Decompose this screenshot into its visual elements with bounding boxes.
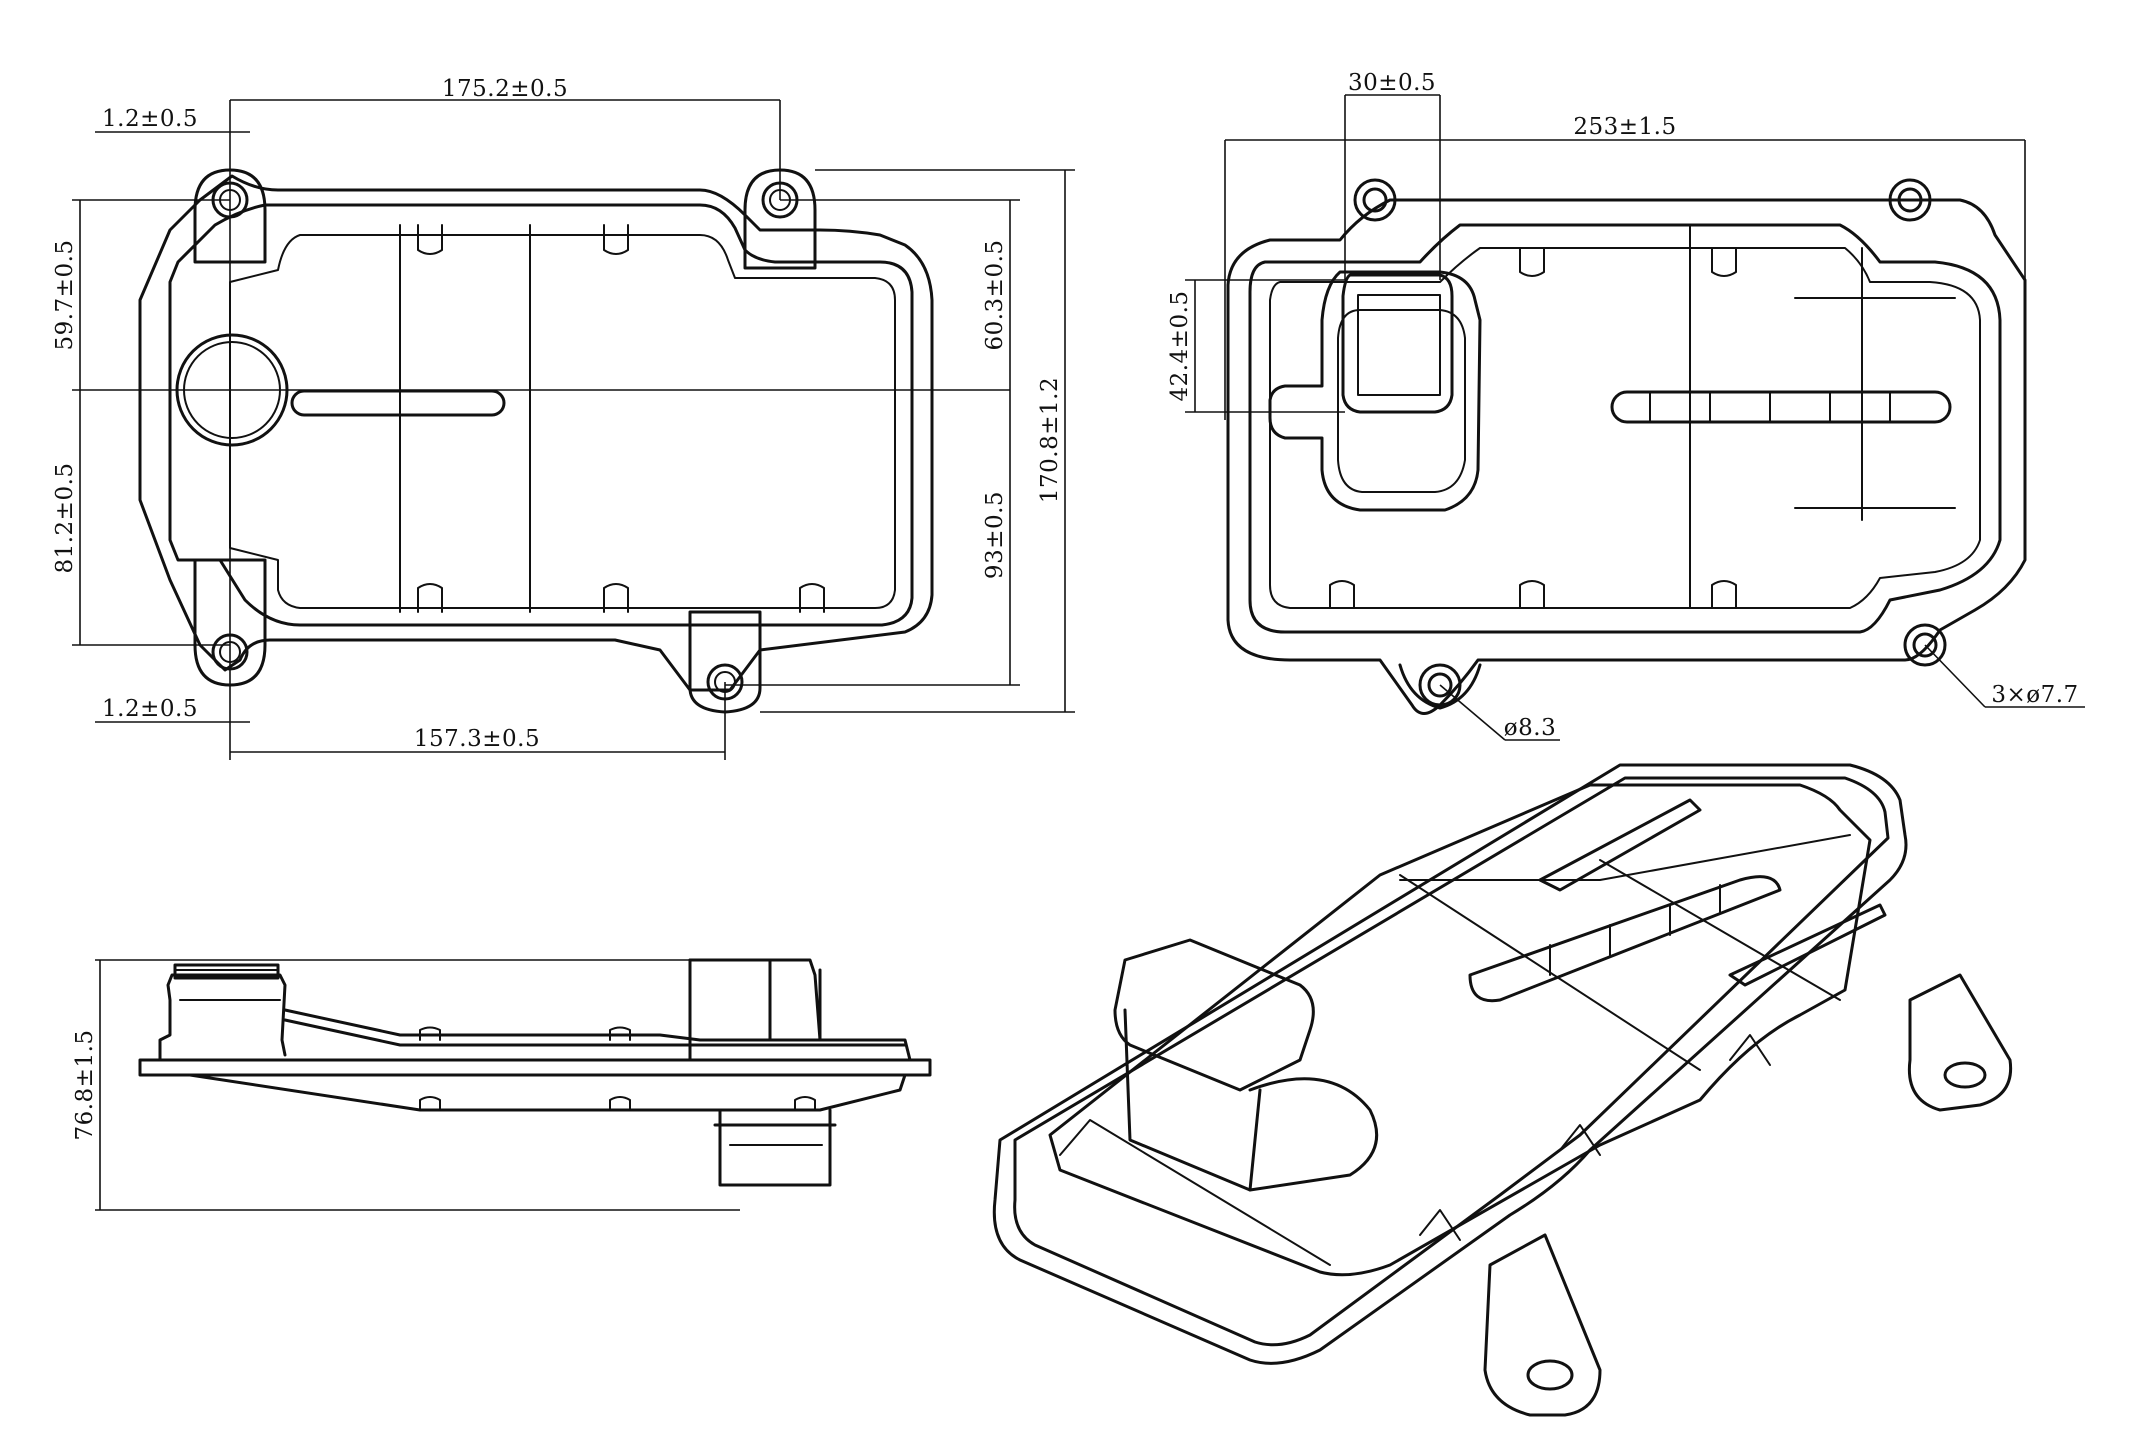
iso-outlet-collar: [1248, 1077, 1379, 1192]
iso-rib-slot: [1538, 798, 1702, 892]
side-view-flange: [138, 1058, 932, 1077]
side-view: 76.8±1.5: [72, 958, 932, 1211]
iso-pan-ridge: [1399, 834, 1851, 881]
dim-label: ø8.3: [1504, 715, 1556, 741]
iso-inner-flange: [1013, 776, 1890, 1347]
mounting-hole-icon: [1912, 632, 1938, 658]
side-view-left-body: [158, 973, 287, 1062]
mounting-hole-icon: [1943, 1061, 1987, 1089]
mounting-hole-icon: [1888, 178, 1932, 222]
side-view-tab: [419, 1096, 441, 1111]
top-view-tab: [603, 583, 629, 613]
iso-mounting-ear: [1907, 973, 2013, 1112]
dim-label: 42.4±0.5: [1167, 290, 1193, 401]
side-view-right-block: [688, 958, 822, 1042]
side-view-tab: [609, 1026, 631, 1041]
dim-label: 76.8±1.5: [72, 1029, 98, 1140]
top-view-boss: [193, 168, 267, 264]
top-view-inner-rim: [168, 203, 914, 627]
top-view-outer-outline: [138, 174, 934, 692]
iso-outlet-side: [1123, 1008, 1262, 1192]
dim-label: 93±0.5: [982, 491, 1008, 579]
side-view-outlet: [718, 1108, 832, 1187]
dim-label: 60.3±0.5: [982, 239, 1008, 350]
dim-label: 59.7±0.5: [52, 239, 78, 350]
iso-tab: [1419, 1209, 1461, 1241]
bottom-view-outlet-ring: [1337, 309, 1466, 493]
dim-label: 81.2±0.5: [52, 462, 78, 573]
side-view-tab: [419, 1026, 441, 1041]
dim-label: 1.2±0.5: [102, 696, 198, 722]
iso-pan-edge: [1059, 1119, 1331, 1266]
iso-grille-bars: [1549, 884, 1721, 976]
side-view-tab: [794, 1096, 816, 1111]
bottom-view-outlet-inner: [1341, 273, 1454, 414]
iso-pan-rib: [1599, 859, 1841, 1001]
top-view-boss: [743, 168, 817, 270]
bottom-view-tab: [1711, 580, 1737, 609]
bottom-view-outer-outline: [1226, 198, 2027, 715]
side-view-top-edge: [283, 1008, 912, 1062]
top-view-slot: [290, 389, 506, 417]
bottom-view-inner-rim: [1248, 223, 2002, 634]
iso-pan-body: [1048, 783, 1872, 1277]
iso-tab: [1559, 1124, 1601, 1156]
dim-label: 157.3±0.5: [414, 726, 540, 752]
bottom-view-tab: [1329, 580, 1355, 609]
bottom-view-boss: [1398, 663, 1482, 710]
dim-label: 170.8±1.2: [1037, 377, 1063, 503]
mounting-hole-icon: [1427, 672, 1453, 698]
dim-label: 1.2±0.5: [102, 106, 198, 132]
leader-line: [1439, 684, 1506, 741]
side-view-seal: [173, 963, 280, 980]
bottom-view-tab: [1519, 580, 1545, 609]
iso-outlet-top: [1113, 938, 1315, 1092]
top-view-tab: [417, 224, 443, 255]
dim-label: 30±0.5: [1348, 70, 1436, 96]
mounting-hole-icon: [1353, 178, 1397, 222]
dim-label: 3×ø7.7: [1991, 682, 2078, 708]
leader-line: [1924, 644, 1986, 708]
dim-label: 253±1.5: [1573, 114, 1676, 140]
iso-grille: [1468, 875, 1782, 1003]
mounting-hole-icon: [1418, 663, 1462, 707]
side-view-tab: [609, 1096, 631, 1111]
mounting-hole-icon: [1526, 1359, 1574, 1391]
bottom-view-inner-floor: [1269, 247, 1981, 609]
bottom-view-outlet-shell: [1268, 270, 1482, 512]
dim-label: 175.2±0.5: [442, 76, 568, 102]
top-view: 175.2±0.5 1.2±0.5 1.2±0.5 157.3±0.5 59.7…: [52, 76, 1075, 760]
mounting-hole-icon: [1903, 623, 1947, 667]
iso-mounting-ear: [1483, 1233, 1602, 1417]
mounting-hole-icon: [1897, 187, 1923, 213]
iso-tab: [1729, 1034, 1771, 1066]
top-view-tab: [603, 224, 629, 255]
bottom-view-outlet-core: [1357, 294, 1441, 396]
bottom-view-grille: [1610, 390, 1952, 424]
iso-outer-flange: [992, 763, 1908, 1365]
bottom-view-tab: [1519, 247, 1545, 277]
isometric-view: [992, 763, 2013, 1417]
mounting-hole-icon: [1362, 187, 1388, 213]
bottom-view-tab: [1711, 247, 1737, 277]
top-view-tab: [417, 583, 443, 613]
iso-rib-slot: [1728, 903, 1887, 987]
top-view-inner-floor: [229, 234, 896, 609]
bottom-view: 30±0.5 253±1.5 42.4±0.5 ø8.3 3×ø7.7: [1167, 70, 2085, 741]
top-view-tab: [799, 583, 825, 613]
side-view-bottom-edge: [188, 1073, 907, 1112]
side-view-top-edge-inner: [283, 1018, 907, 1047]
